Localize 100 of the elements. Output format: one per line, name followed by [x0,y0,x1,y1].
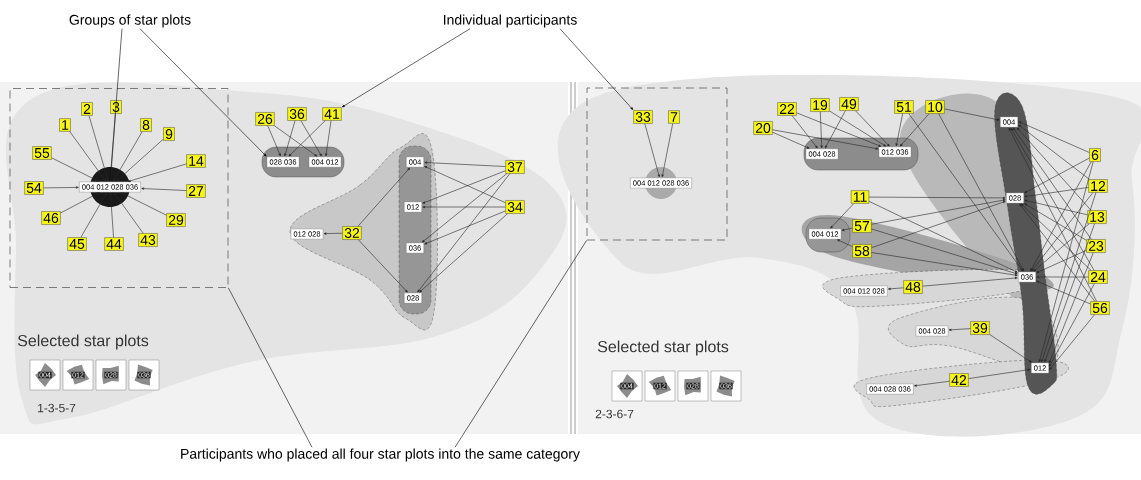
arrow [829,110,887,147]
annotation-text: Individual participants [443,14,577,28]
leader-line [228,287,313,448]
annotation-arrow [342,28,471,108]
arrow [1008,127,1097,302]
participant-box: 55 [32,146,52,160]
arrow [772,131,810,149]
arrow [871,252,1018,277]
participant-box: 46 [41,211,61,225]
arrow [1049,314,1095,371]
arrow [419,213,508,293]
arrow [109,192,114,238]
arrow [325,120,332,157]
participant-box: 54 [24,181,44,195]
participant-box: 13 [1087,210,1107,224]
arrow [944,108,1000,121]
arrow [948,328,971,331]
arrow [772,129,879,150]
arrow [1024,157,1090,194]
arrow [1048,252,1094,364]
dashed-frame [9,88,229,288]
participant-box: 43 [138,233,158,247]
arrow [871,228,1018,275]
arrow [417,173,510,293]
arrow [1038,161,1094,363]
participant-box: 12 [1088,179,1108,193]
arrow [113,131,143,182]
arrow [1036,275,1089,279]
arrow [288,120,326,157]
participant-box: 24 [1088,270,1108,284]
arrow [914,380,950,387]
participant-box: 8 [140,118,152,132]
arrow [841,227,853,231]
arrow [871,199,1006,225]
arrow [830,203,854,229]
participant-box: 58 [852,244,872,258]
participant-box: 37 [505,160,525,174]
arrow [300,120,322,157]
arrow [128,163,187,182]
participant-box: 1 [59,118,71,132]
arrow [80,192,107,238]
arrow [1033,223,1090,272]
participant-box: 39 [970,321,990,335]
participant-box: 51 [894,100,914,114]
arrow [1041,192,1097,363]
arrow [284,120,296,157]
participant-box: 48 [903,280,923,294]
participant-box: 42 [949,373,969,387]
arrow [888,287,904,290]
arrow [895,113,903,147]
arrow [825,110,846,149]
arrow [1018,124,1090,180]
participant-box: 2 [81,102,93,116]
arrow [114,192,144,234]
arrow [1020,203,1092,271]
annotation-arrow [559,28,634,110]
arrow [796,112,882,147]
arrow [1031,192,1094,272]
participant-box: 7 [668,110,680,124]
arrow [868,196,1006,200]
arrow [989,334,1032,363]
participant-box: 9 [163,127,175,141]
panel-code: 2-3-6-7 [595,409,634,419]
arrow [358,239,408,293]
participant-box: 23 [1086,239,1106,253]
participant-box: 44 [104,237,124,251]
arrow [1024,203,1087,241]
leader-line [454,240,587,448]
arrow [820,111,823,149]
arrow [51,157,99,182]
arrow [88,115,109,182]
arrow [1018,121,1090,153]
annotation-arrow [139,28,267,157]
arrow [109,113,116,182]
annotation-text: Groups of star plots [69,14,191,28]
participant-box: 14 [186,154,206,168]
arrow [267,125,281,157]
participant-box: 10 [925,100,945,114]
panel-caption: Selected star plots [597,340,729,356]
panel-caption: Selected star plots [17,334,149,350]
participant-box: 36 [287,107,307,121]
participant-box: 19 [810,98,830,112]
arrow [922,276,1018,287]
arrow [1012,127,1092,240]
arrow [837,239,853,247]
arrow [424,210,506,245]
participant-box: 49 [839,97,859,111]
participant-box: 33 [633,110,653,124]
participant-box: 34 [505,200,525,214]
arrow [274,125,318,157]
arrow [1030,161,1092,272]
arrow [871,201,1006,248]
arrow [1044,223,1095,363]
participant-box: 29 [166,213,186,227]
arrow [644,123,660,178]
arrow [421,173,507,243]
arrow [116,138,164,182]
dashed-frame [586,87,728,241]
arrow [1019,203,1096,302]
participant-box: 22 [777,102,797,116]
